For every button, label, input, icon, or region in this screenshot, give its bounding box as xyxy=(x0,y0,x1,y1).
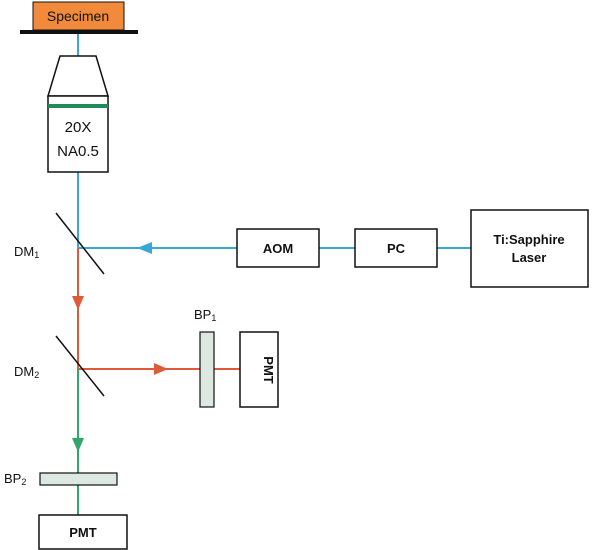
aom-box xyxy=(236,228,320,268)
arrow-green-down xyxy=(72,438,84,452)
arrow-red-right xyxy=(154,363,168,375)
bp1-label-main: BP xyxy=(194,307,211,322)
objective-body xyxy=(47,95,109,173)
bp2-label: BP2 xyxy=(4,471,26,487)
arrow-blue-left xyxy=(137,242,152,254)
bp2-label-sub: 2 xyxy=(21,477,26,487)
specimen-stage xyxy=(20,30,138,34)
beam-arrows xyxy=(72,242,168,452)
pc-label: PC xyxy=(387,241,406,256)
specimen-label: Specimen xyxy=(47,8,109,24)
objective-band xyxy=(48,104,108,108)
dm2-mirror xyxy=(55,335,105,397)
dm2-label: DM2 xyxy=(14,364,39,380)
dm2-label-main: DM xyxy=(14,364,34,379)
dm1-label: DM1 xyxy=(14,244,39,260)
dichroic-mirrors: DM1 DM2 xyxy=(14,212,105,397)
objective-nose xyxy=(46,55,110,97)
pmt-right-box xyxy=(239,331,279,408)
pc-box xyxy=(354,228,438,268)
aom-label: AOM xyxy=(263,241,293,256)
beam-paths xyxy=(77,33,471,515)
arrow-red-down xyxy=(72,296,84,310)
objective: 20X NA0.5 xyxy=(46,55,110,173)
objective-magnification: 20X xyxy=(65,119,92,136)
objective-na: NA0.5 xyxy=(57,143,99,160)
dm1-label-main: DM xyxy=(14,244,34,259)
bp2-label-main: BP xyxy=(4,471,21,486)
bp1-label: BP1 xyxy=(194,307,216,323)
laser-label-line1: Ti:Sapphire xyxy=(493,232,564,247)
pmt-right-label: PMT xyxy=(261,356,276,384)
pmt-bottom-box xyxy=(38,514,128,550)
bp2-filter xyxy=(39,472,118,486)
dm2-label-sub: 2 xyxy=(34,370,39,380)
specimen: Specimen xyxy=(20,1,138,34)
optical-components: AOM PC Ti:Sapphire Laser PMT PMT xyxy=(38,209,589,550)
pmt-bottom-label: PMT xyxy=(69,525,97,540)
dm1-mirror xyxy=(55,212,105,275)
laser-box xyxy=(470,209,589,288)
bandpass-filters: BP1 BP2 xyxy=(4,307,216,487)
bp1-filter xyxy=(199,331,215,408)
laser-label-line2: Laser xyxy=(512,250,547,265)
bp1-label-sub: 1 xyxy=(211,313,216,323)
dm1-label-sub: 1 xyxy=(34,250,39,260)
